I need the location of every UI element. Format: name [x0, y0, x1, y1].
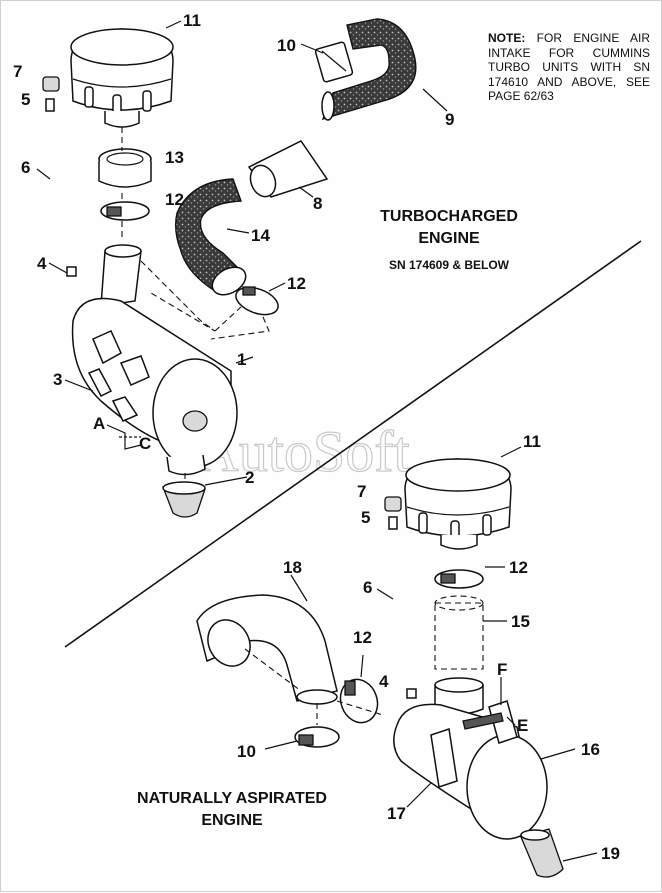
callout-10-na: 10: [237, 742, 256, 761]
note-text: FOR ENGINE AIR INTAKE FOR CUMMINS TURBO …: [488, 31, 650, 103]
callout-18-na: 18: [283, 558, 302, 577]
na-elbow-18: [196, 594, 338, 705]
reference-note: NOTE: FOR ENGINE AIR INTAKE FOR CUMMINS …: [488, 31, 650, 104]
na-section-title-line1: NATURALLY ASPIRATED: [137, 790, 327, 807]
turbo-section-title-line2: ENGINE: [418, 230, 480, 247]
callout-17-na: 17: [387, 804, 406, 823]
turbo-tube-6: [36, 112, 74, 270]
turbo-serial-range: SN 174609 & BELOW: [389, 258, 510, 272]
callout-14-turbo: 14: [251, 226, 270, 245]
callout-11-turbo: 11: [183, 11, 201, 30]
callout-7-turbo: 7: [13, 62, 22, 81]
na-sleeve-15: [434, 595, 484, 670]
callout-12a-turbo: 12: [165, 190, 184, 209]
turbo-clamp-10: [314, 41, 354, 83]
callout-7-na: 7: [357, 482, 366, 501]
na-tube-6: [376, 530, 412, 690]
callout-1-turbo: 1: [237, 350, 246, 369]
callout-12b-na: 12: [353, 628, 372, 647]
na-clamp-12a: [434, 569, 484, 589]
turbo-hose-9: [321, 18, 417, 121]
callout-6-turbo: 6: [21, 158, 30, 177]
na-dust-valve-19: [520, 828, 564, 878]
callout-8-turbo: 8: [313, 194, 322, 213]
turbo-elbow-14: [174, 178, 247, 296]
note-lead: NOTE:: [488, 31, 526, 45]
callout-13-turbo: 13: [165, 148, 184, 167]
na-precleaner-cap-11: [404, 458, 512, 550]
turbo-cap-7: [42, 76, 60, 92]
callout-E-na: E: [517, 716, 528, 735]
callout-C-turbo: C: [139, 434, 151, 453]
turbo-precleaner-cap-11: [70, 28, 174, 128]
callout-3-turbo: 3: [53, 370, 62, 389]
turbo-air-cleaner-1: [71, 244, 238, 476]
turbo-fitting-5: [45, 98, 55, 112]
callout-5-turbo: 5: [21, 90, 30, 109]
callout-15-na: 15: [511, 612, 530, 631]
callout-F-na: F: [497, 660, 507, 679]
turbo-section-title-line1: TURBOCHARGED: [380, 208, 518, 225]
na-clamp-12b: [339, 678, 379, 724]
callout-A-turbo: A: [93, 414, 105, 433]
turbo-dust-valve-2: [162, 481, 206, 518]
callout-16-na: 16: [581, 740, 600, 759]
callout-4-turbo: 4: [37, 254, 47, 273]
callout-12a-na: 12: [509, 558, 528, 577]
na-fitting-4: [406, 688, 417, 699]
na-section-title-line2: ENGINE: [201, 812, 263, 829]
turbo-clamp-12b: [235, 286, 279, 316]
callout-9-turbo: 9: [445, 110, 454, 129]
callout-12b-turbo: 12: [287, 274, 306, 293]
turbo-clamp-12a: [100, 201, 150, 221]
turbo-sleeve-8: [247, 140, 329, 198]
callout-10-turbo: 10: [277, 36, 296, 55]
na-cap-7: [384, 496, 402, 512]
section-divider-line: [64, 240, 642, 648]
callout-2-turbo: 2: [245, 468, 254, 487]
callout-5-na: 5: [361, 508, 370, 527]
callout-6-na: 6: [363, 578, 372, 597]
turbo-band-13: [98, 148, 152, 188]
na-fitting-5: [388, 516, 398, 530]
callout-19-na: 19: [601, 844, 620, 863]
callout-4-na: 4: [379, 672, 389, 691]
na-air-cleaner-16: [393, 677, 548, 840]
na-clamp-10: [294, 726, 340, 748]
callout-11-na: 11: [523, 432, 541, 451]
